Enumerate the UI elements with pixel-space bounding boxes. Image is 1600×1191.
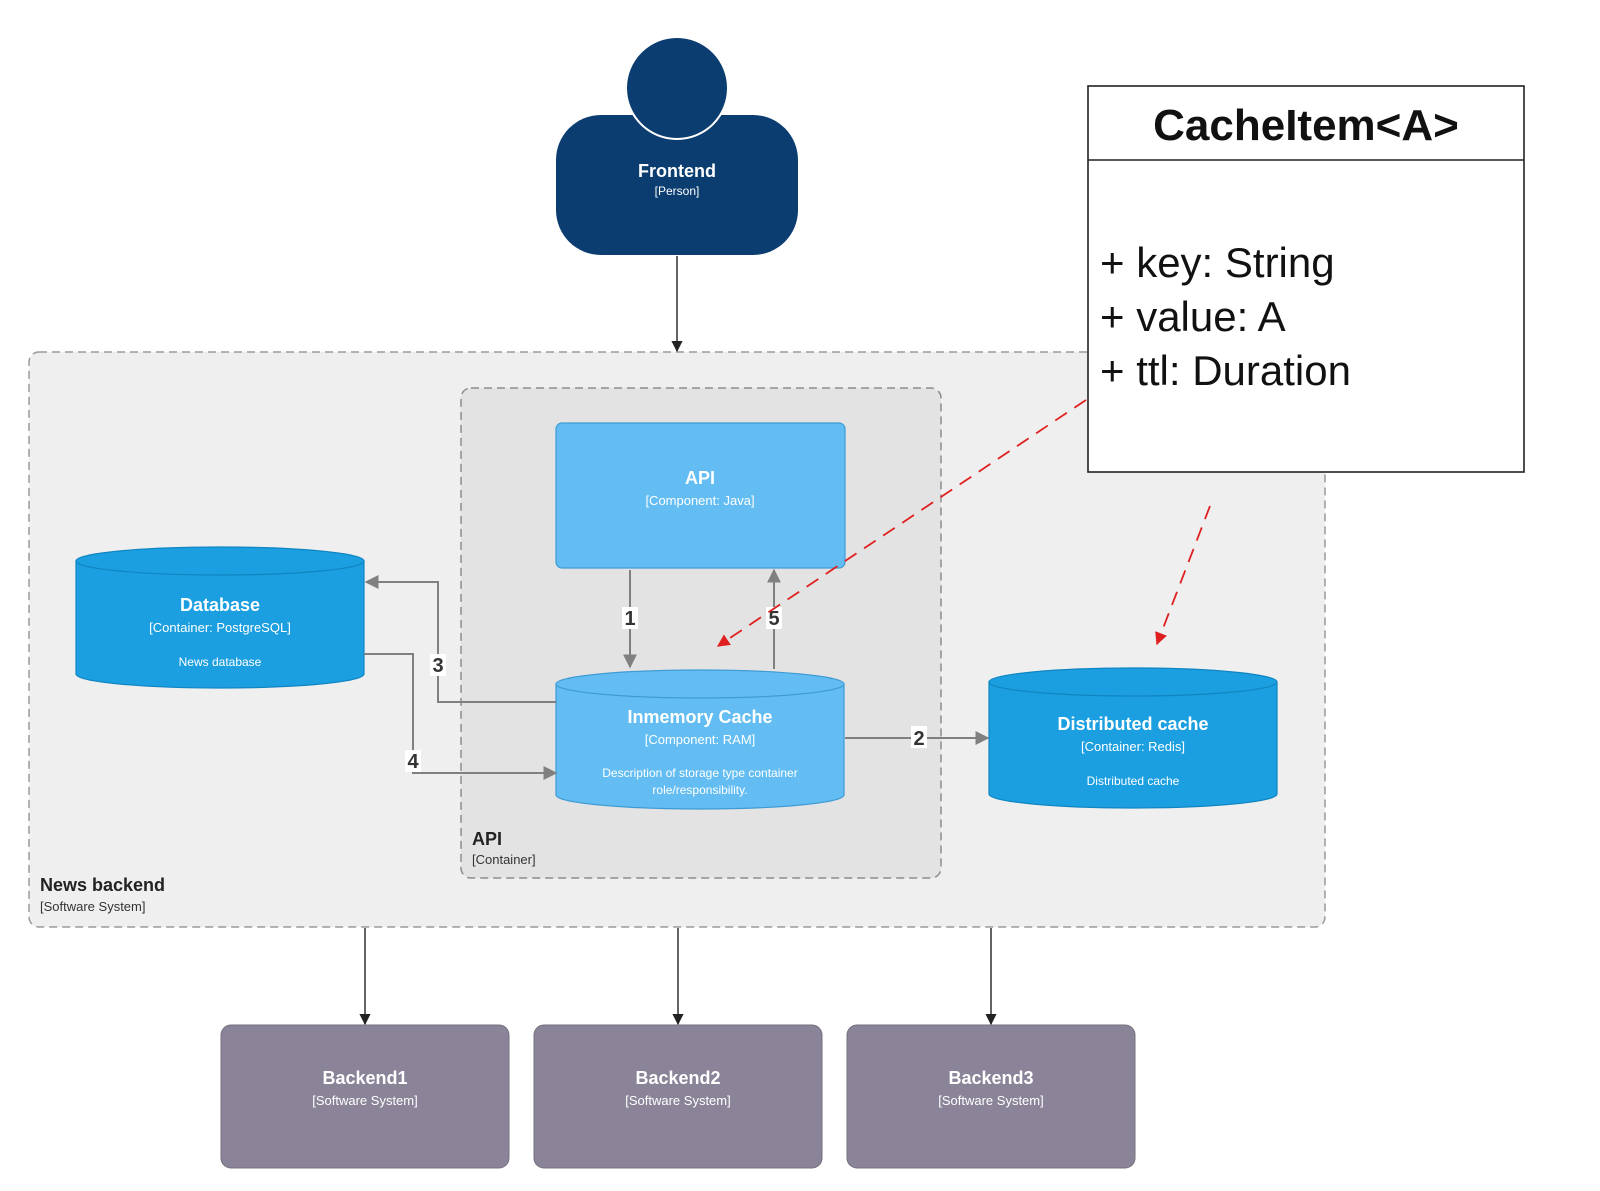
uml-attribute-ttl: + ttl: Duration [1100, 347, 1351, 394]
edge-label-5-bg [766, 607, 782, 629]
api-container-type: [Container] [472, 852, 536, 867]
database-type: [Container: PostgreSQL] [149, 620, 291, 635]
backend1-name: Backend1 [322, 1068, 407, 1088]
edge-label-5: 5 [768, 608, 779, 630]
edge-label-3: 3 [432, 655, 443, 677]
person-body [556, 115, 798, 255]
inmemory-cache-description-2: role/responsibility. [652, 783, 747, 797]
edge-label-2-bg [911, 726, 927, 748]
api-component-box [555, 422, 846, 569]
person-type: [Person] [655, 184, 700, 198]
cacheitem-uml-class[interactable]: CacheItem<A> + key: String + value: A + … [1087, 85, 1525, 473]
inmemory-cache-type: [Component: RAM] [645, 732, 756, 747]
api-component[interactable]: API [Component: Java] [555, 422, 846, 569]
distributed-cache-description: Distributed cache [1087, 774, 1180, 788]
database-top [75, 546, 365, 576]
backend1-type: [Software System] [312, 1093, 417, 1108]
edge-label-4: 4 [407, 751, 419, 773]
uml-link-to-inmemory-cache[interactable] [716, 399, 1087, 647]
inmemory-cache-top [555, 669, 845, 699]
backend3-name: Backend3 [948, 1068, 1033, 1088]
backend3-type: [Software System] [938, 1093, 1043, 1108]
edge-label-4-bg [405, 750, 421, 772]
uml-link-to-distributed-cache[interactable] [1155, 505, 1211, 646]
backend2-system[interactable]: Backend2 [Software System] [533, 1024, 823, 1169]
api-component-type: [Component: Java] [645, 493, 754, 508]
inmemory-cache-description-1: Description of storage type container [602, 766, 797, 780]
edge-3-cache-to-database[interactable] [364, 575, 556, 703]
backend2-name: Backend2 [635, 1068, 720, 1088]
inmemory-cache-body [555, 683, 845, 810]
news-backend-type: [Software System] [40, 899, 145, 914]
backend1-system[interactable]: Backend1 [Software System] [220, 1024, 510, 1169]
database-body [75, 560, 365, 689]
person-head [625, 36, 729, 140]
uml-attribute-key: + key: String [1100, 239, 1335, 286]
distributed-cache-body [988, 681, 1278, 809]
uml-class-title: CacheItem<A> [1153, 101, 1459, 150]
edge-4-database-to-cache[interactable] [364, 653, 558, 780]
distributed-cache-container[interactable]: Distributed cache [Container: Redis] Dis… [988, 667, 1278, 809]
api-container-title: API [472, 829, 502, 849]
api-component-name: API [685, 468, 715, 488]
database-name: Database [180, 595, 260, 615]
uml-attribute-value: + value: A [1100, 293, 1286, 340]
edge-label-3-bg [430, 654, 446, 676]
person-name: Frontend [638, 161, 716, 181]
distributed-cache-top [988, 667, 1278, 697]
distributed-cache-name: Distributed cache [1057, 714, 1208, 734]
distributed-cache-type: [Container: Redis] [1081, 739, 1185, 754]
frontend-person[interactable]: Frontend [Person] [556, 36, 798, 255]
backend3-system[interactable]: Backend3 [Software System] [846, 1024, 1136, 1169]
database-description: News database [179, 655, 262, 669]
inmemory-cache-name: Inmemory Cache [627, 707, 772, 727]
uml-class-box [1087, 85, 1525, 473]
backend2-type: [Software System] [625, 1093, 730, 1108]
edge-label-1: 1 [624, 608, 635, 630]
edge-label-2: 2 [913, 728, 924, 750]
edge-label-1-bg [622, 607, 638, 629]
inmemory-cache-component[interactable]: Inmemory Cache [Component: RAM] Descript… [555, 669, 845, 810]
news-backend-title: News backend [40, 875, 165, 895]
database-container[interactable]: Database [Container: PostgreSQL] News da… [75, 546, 365, 689]
